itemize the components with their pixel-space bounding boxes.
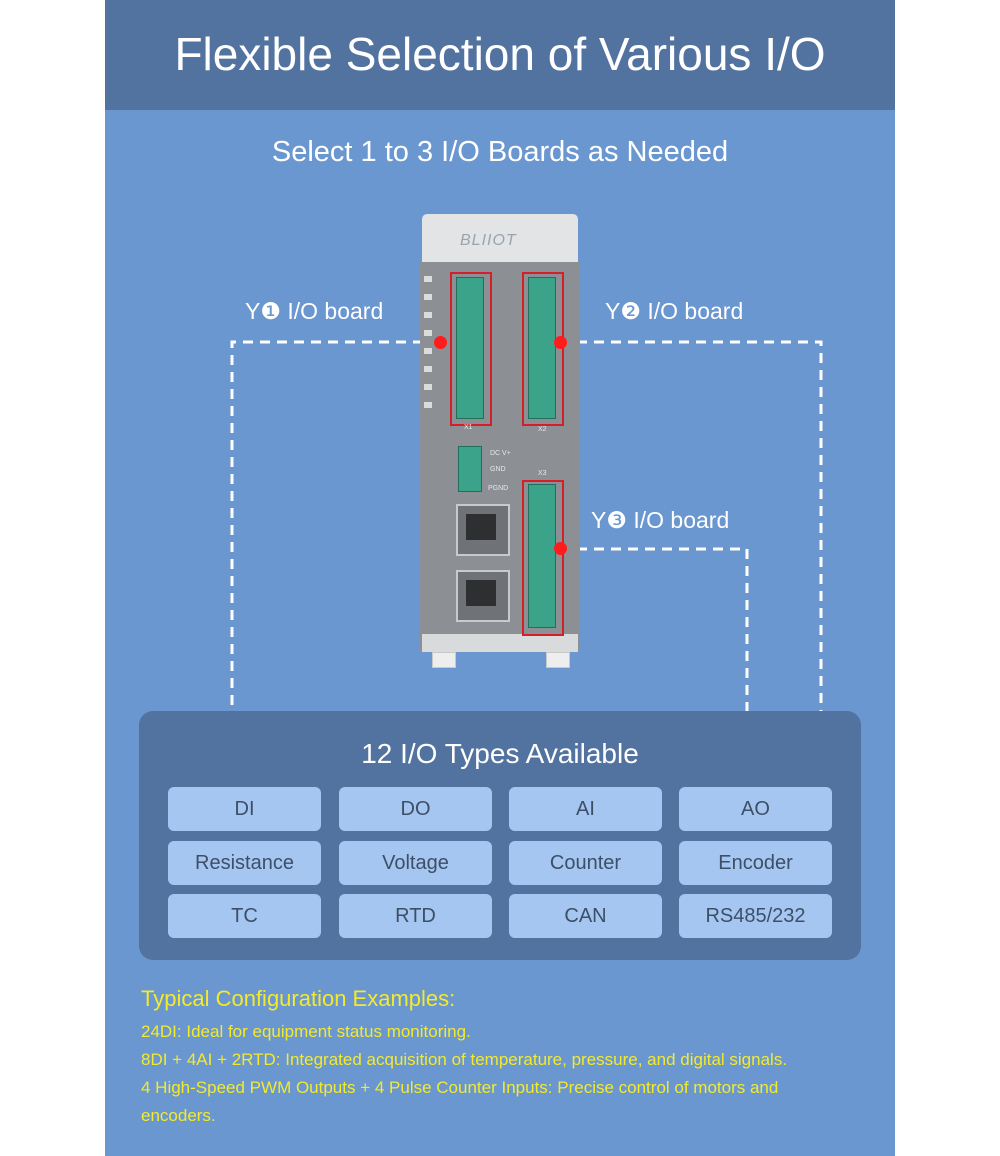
device-image: BLIIOT X1 X2 DC V+ GND PGND X3 xyxy=(420,214,580,668)
x2-label: X2 xyxy=(538,426,547,433)
eth0-port xyxy=(456,504,510,556)
page-subtitle: Select 1 to 3 I/O Boards as Needed xyxy=(271,136,729,168)
x1-highlight xyxy=(450,272,492,426)
eth1-port xyxy=(456,570,510,622)
connector-y2 xyxy=(560,340,823,711)
header-bar: Flexible Selection of Various I/O xyxy=(105,0,895,110)
vent xyxy=(424,384,432,390)
marker-y2 xyxy=(554,336,567,349)
device-logo: BLIIOT xyxy=(460,232,517,249)
io-type-do: DO xyxy=(339,787,492,831)
vent xyxy=(424,348,432,354)
example-line: encoders. xyxy=(141,1106,216,1125)
page-panel: Flexible Selection of Various I/O Select… xyxy=(105,0,895,1156)
io-type-di: DI xyxy=(168,787,321,831)
connector-y1 xyxy=(230,340,440,711)
x2-highlight xyxy=(522,272,564,426)
example-line: 8DI + 4AI + 2RTD: Integrated acquisition… xyxy=(141,1050,788,1069)
connector-lines xyxy=(230,340,823,711)
page-title: Flexible Selection of Various I/O xyxy=(174,28,826,80)
vent xyxy=(424,312,432,318)
io-type-encoder: Encoder xyxy=(679,841,832,885)
device-foot-left xyxy=(432,652,456,668)
device-top-cover: BLIIOT xyxy=(422,214,578,262)
board-label-y1: Y❶ I/O board xyxy=(245,298,384,324)
io-type-rs485: RS485/232 xyxy=(679,894,832,938)
device-bottom-cover xyxy=(422,634,578,652)
board-label-y2: Y❷ I/O board xyxy=(605,298,744,324)
io-types-title: 12 I/O Types Available xyxy=(361,738,639,769)
pgnd-label: PGND xyxy=(488,485,509,492)
example-line: 4 High-Speed PWM Outputs + 4 Pulse Count… xyxy=(141,1078,779,1097)
io-type-counter: Counter xyxy=(509,841,662,885)
x3-highlight xyxy=(522,480,564,636)
x1-label: X1 xyxy=(464,424,473,431)
device-foot-right xyxy=(546,652,570,668)
marker-y3 xyxy=(554,542,567,555)
x1-terminal xyxy=(456,277,484,419)
io-type-can: CAN xyxy=(509,894,662,938)
power-terminal xyxy=(458,446,482,492)
io-type-voltage: Voltage xyxy=(339,841,492,885)
io-type-resistance: Resistance xyxy=(168,841,321,885)
connector-y3 xyxy=(560,547,749,711)
board-label-y3: Y❸ I/O board xyxy=(591,507,730,533)
vent xyxy=(424,276,432,282)
gnd-label: GND xyxy=(490,466,506,473)
dcv-label: DC V+ xyxy=(490,450,511,457)
x3-label: X3 xyxy=(538,470,547,477)
io-type-rtd: RTD xyxy=(339,894,492,938)
x2-terminal xyxy=(528,277,556,419)
io-type-ai: AI xyxy=(509,787,662,831)
vent xyxy=(424,402,432,408)
vent xyxy=(424,294,432,300)
io-type-tc: TC xyxy=(168,894,321,938)
marker-y1 xyxy=(434,336,447,349)
io-type-ao: AO xyxy=(679,787,832,831)
vent xyxy=(424,330,432,336)
examples-title: Typical Configuration Examples: xyxy=(141,986,456,1011)
io-types-panel: 12 I/O Types Available DI DO AI AO Resis… xyxy=(139,711,861,960)
example-line: 24DI: Ideal for equipment status monitor… xyxy=(141,1022,471,1041)
vent xyxy=(424,366,432,372)
x3-terminal xyxy=(528,484,556,628)
